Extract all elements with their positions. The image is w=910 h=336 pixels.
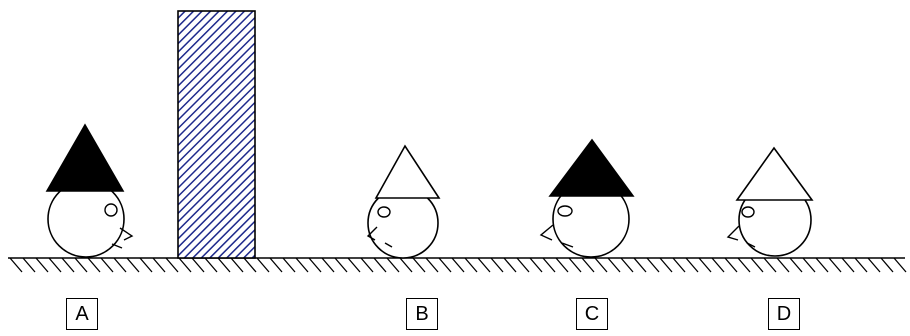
nose	[120, 228, 132, 240]
label-c: C	[576, 298, 608, 330]
ground-hatch-mark	[114, 258, 126, 272]
ground-hatch-mark	[478, 258, 490, 272]
hat-black	[47, 125, 123, 191]
ground-hatch-mark	[712, 258, 724, 272]
ground-hatch-mark	[75, 258, 87, 272]
head	[48, 181, 124, 257]
nose	[728, 226, 739, 240]
ground-hatch-mark	[322, 258, 334, 272]
eye	[378, 207, 390, 217]
ground-hatch-mark	[543, 258, 555, 272]
ground-hatch-mark	[283, 258, 295, 272]
ground-hatch-mark	[816, 258, 828, 272]
ground-hatch-mark	[400, 258, 412, 272]
eye	[105, 204, 117, 216]
ground-hatch-mark	[244, 258, 256, 272]
ground-hatch-mark	[452, 258, 464, 272]
ground-hatch-mark	[647, 258, 659, 272]
ground-hatch-mark	[374, 258, 386, 272]
eye	[742, 207, 754, 217]
ground-hatch-mark	[426, 258, 438, 272]
ground-hatch-mark	[439, 258, 451, 272]
ground-hatch-mark	[62, 258, 74, 272]
ground-hatch-mark	[556, 258, 568, 272]
ground-hatch-mark	[192, 258, 204, 272]
hat-white	[376, 146, 439, 198]
hat-white	[737, 148, 812, 200]
ground-hatch-mark	[361, 258, 373, 272]
ground-hatch-mark	[127, 258, 139, 272]
ground-hatch-mark	[699, 258, 711, 272]
ground-hatch-mark	[582, 258, 594, 272]
ground-hatch-mark	[881, 258, 893, 272]
ground-hatch-mark	[894, 258, 906, 272]
ground-hatch-mark	[23, 258, 35, 272]
ground-hatch-mark	[595, 258, 607, 272]
ground-hatch-mark	[751, 258, 763, 272]
wall	[178, 11, 255, 258]
ground-hatch-mark	[88, 258, 100, 272]
ground-hatch-mark	[829, 258, 841, 272]
label-d: D	[768, 298, 800, 330]
ground	[10, 258, 906, 272]
ground-hatch-mark	[387, 258, 399, 272]
nose	[541, 225, 553, 240]
ground-hatch-mark	[101, 258, 113, 272]
ground-hatch-mark	[296, 258, 308, 272]
ground-hatch-mark	[335, 258, 347, 272]
label-b: B	[406, 298, 438, 330]
ground-hatch-mark	[205, 258, 217, 272]
ground-hatch-mark	[270, 258, 282, 272]
ground-hatch-mark	[855, 258, 867, 272]
ground-hatch-mark	[413, 258, 425, 272]
ground-hatch-mark	[465, 258, 477, 272]
ground-hatch-mark	[218, 258, 230, 272]
ground-hatch-mark	[790, 258, 802, 272]
ground-hatch-mark	[517, 258, 529, 272]
figure-b	[368, 146, 439, 258]
ground-hatch-mark	[777, 258, 789, 272]
ground-hatch-mark	[842, 258, 854, 272]
ground-hatch-mark	[10, 258, 22, 272]
ground-hatch-mark	[725, 258, 737, 272]
ground-hatch-mark	[868, 258, 880, 272]
ground-hatch-mark	[166, 258, 178, 272]
figure-d	[728, 148, 812, 256]
ground-hatch-mark	[660, 258, 672, 272]
ground-hatch-mark	[179, 258, 191, 272]
ground-hatch-mark	[569, 258, 581, 272]
ground-hatch-mark	[153, 258, 165, 272]
ground-hatch-mark	[673, 258, 685, 272]
ground-hatch-mark	[764, 258, 776, 272]
ground-hatch-mark	[686, 258, 698, 272]
ground-hatch-mark	[140, 258, 152, 272]
ground-hatch-mark	[738, 258, 750, 272]
ground-hatch-mark	[530, 258, 542, 272]
ground-hatch-mark	[348, 258, 360, 272]
ground-hatch-mark	[634, 258, 646, 272]
figure-a	[47, 125, 132, 257]
figure-c	[541, 140, 633, 257]
ground-hatch-mark	[504, 258, 516, 272]
ground-hatch-mark	[231, 258, 243, 272]
ground-hatch-mark	[621, 258, 633, 272]
ground-hatch-mark	[491, 258, 503, 272]
ground-hatch-mark	[49, 258, 61, 272]
hat-black	[550, 140, 633, 196]
ground-hatch-mark	[257, 258, 269, 272]
ground-hatch-mark	[608, 258, 620, 272]
ground-hatch-mark	[36, 258, 48, 272]
ground-hatch-mark	[309, 258, 321, 272]
label-a: A	[66, 298, 98, 330]
eye	[558, 206, 572, 216]
ground-hatch-mark	[803, 258, 815, 272]
